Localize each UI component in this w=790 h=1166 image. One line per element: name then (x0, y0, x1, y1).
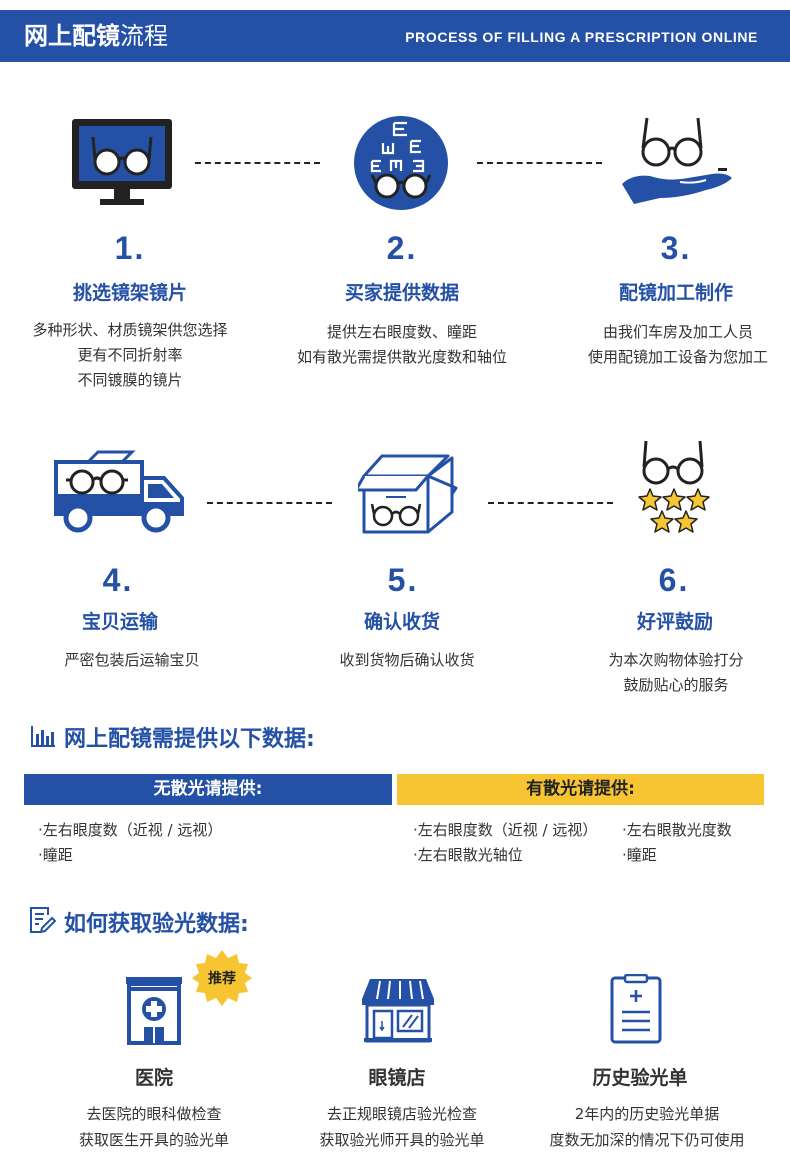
step-description: 收到货物后确认收货 (339, 651, 475, 669)
step-title: 宝贝运输 (81, 611, 158, 633)
step-number: 5. (387, 562, 419, 598)
step-description: 由我们车房及加工人员使用配镜加工设备为您加工 (587, 323, 768, 366)
source-section-title: 如何获取验光数据: (64, 912, 249, 937)
step-number: 2. (386, 230, 418, 266)
rating-stars-icon (638, 440, 710, 533)
no-astigmatism-header: 无散光请提供: (24, 774, 392, 805)
step-description: 为本次购物体验打分鼓励贴心的服务 (608, 651, 744, 694)
data-section-title: 网上配镜需提供以下数据: (64, 727, 315, 752)
astigmatism-list: ·左右眼度数（近视 / 远视） ·左右眼散光轴位 (413, 818, 597, 868)
step-title: 配镜加工制作 (618, 282, 733, 304)
flow-connector (195, 162, 320, 164)
step-number: 3. (660, 230, 692, 266)
hand-glasses-icon (622, 117, 732, 204)
list-item: ·左右眼散光度数 (622, 821, 732, 839)
list-item: ·左右眼散光轴位 (413, 846, 523, 864)
step-number: 4. (102, 562, 134, 598)
delivery-truck-icon (54, 450, 184, 533)
step-title: 确认收货 (363, 611, 440, 633)
source-description: 去医院的眼科做检查获取医生开具的验光单 (78, 1105, 229, 1149)
package-box-icon (358, 454, 458, 534)
edit-note-icon (30, 907, 56, 934)
step-description: 多种形状、材质镜架供您选择更有不同折射率不同镀膜的镜片 (32, 321, 228, 389)
monitor-glasses-icon (72, 119, 172, 205)
no-astigmatism-list: ·左右眼度数（近视 / 远视） ·瞳距 (38, 818, 222, 868)
source-title: 医院 (134, 1067, 173, 1089)
list-item: ·左右眼度数（近视 / 远视） (38, 821, 223, 839)
header-bar: 网上配镜流程 PROCESS OF FILLING A PRESCRIPTION… (0, 10, 790, 62)
page-subtitle: PROCESS OF FILLING A PRESCRIPTION ONLINE (405, 29, 758, 45)
list-item: ·左右眼度数（近视 / 远视） (413, 821, 598, 839)
list-item: ·瞳距 (622, 846, 657, 864)
step-title: 挑选镜架镜片 (72, 282, 187, 304)
source-description: 去正规眼镜店验光检查获取验光师开具的验光单 (319, 1105, 485, 1149)
step-number: 6. (658, 562, 690, 598)
bar-chart-icon (31, 726, 55, 747)
source-description: 2年内的历史验光单据度数无加深的情况下仍可使用 (549, 1105, 745, 1149)
page-title: 网上配镜流程 (24, 22, 168, 50)
prescription-document-icon (610, 974, 662, 1044)
eye-chart-icon (354, 116, 448, 210)
step-description: 严密包装后运输宝贝 (64, 651, 200, 669)
step-number: 1. (114, 230, 146, 266)
hospital-icon (126, 977, 182, 1045)
list-item: ·瞳距 (38, 846, 73, 864)
source-title: 历史验光单 (592, 1067, 688, 1089)
step-description: 提供左右眼度数、瞳距如有散光需提供散光度数和轴位 (296, 323, 507, 366)
optical-store-icon (362, 979, 434, 1043)
flow-connector (207, 502, 332, 504)
step-title: 好评鼓励 (636, 611, 713, 633)
recommend-badge: 推荐 (208, 971, 236, 987)
flow-connector (488, 502, 613, 504)
astigmatism-header: 有散光请提供: (397, 774, 764, 805)
recommend-badge-icon (192, 950, 252, 1006)
astigmatism-list: ·左右眼散光度数 ·瞳距 (622, 818, 732, 868)
source-title: 眼镜店 (368, 1067, 426, 1089)
step-title: 买家提供数据 (344, 282, 459, 304)
flow-connector (477, 162, 602, 164)
